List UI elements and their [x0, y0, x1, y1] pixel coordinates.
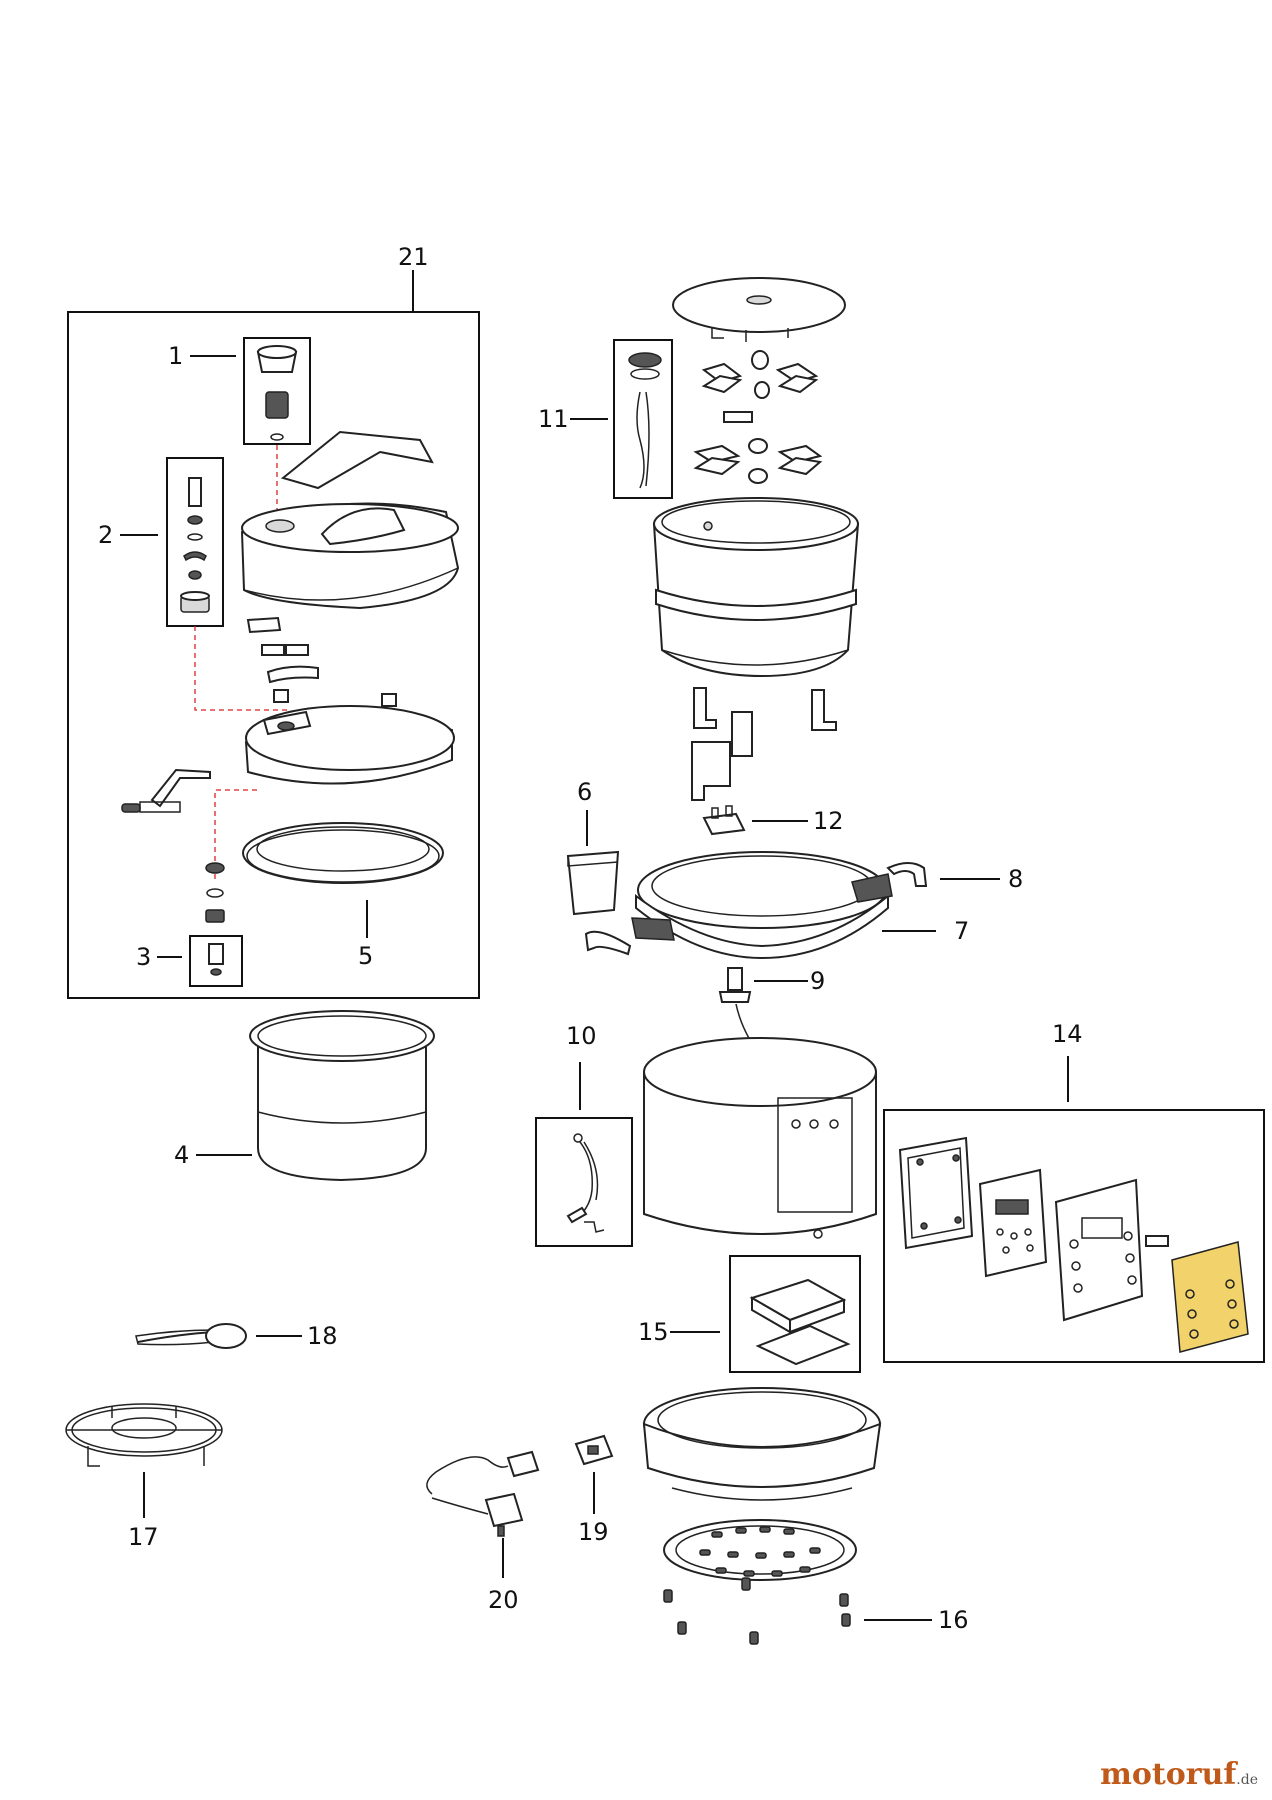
- heating-plate: [672, 277, 846, 342]
- label-11: 11: [538, 405, 569, 433]
- inner-housing: [652, 497, 860, 678]
- part-15-power-board: [749, 1278, 851, 1366]
- base-housing: [642, 1387, 882, 1501]
- part-11-thermal-fuse: [628, 352, 662, 489]
- label-19: 19: [578, 1518, 609, 1546]
- bottom-vent-plate: [663, 1519, 857, 1581]
- label-8: 8: [1008, 865, 1023, 893]
- lock-lever: [121, 768, 211, 813]
- label-1: 1: [168, 342, 183, 370]
- part-15-frame: [729, 1255, 861, 1373]
- label-9: 9: [810, 967, 825, 995]
- part-2-steam-release-parts: [180, 477, 210, 613]
- plate-brackets: [693, 350, 823, 484]
- outer-lid: [240, 430, 460, 610]
- part-18-rice-spoon: [135, 1323, 247, 1349]
- part-17-steam-rack: [65, 1403, 223, 1467]
- part-3-valve-pin: [208, 943, 224, 976]
- label-6: 6: [577, 778, 592, 806]
- part-16-screws: [663, 1577, 851, 1645]
- label-5: 5: [358, 942, 373, 970]
- valve-nuts: [205, 862, 225, 923]
- part-4-inner-pot: [249, 1010, 435, 1182]
- part-8-side-handle-left: [584, 930, 632, 956]
- label-10: 10: [566, 1022, 597, 1050]
- label-12: 12: [813, 807, 844, 835]
- label-17: 17: [128, 1523, 159, 1551]
- part-14-frame: [883, 1109, 1265, 1363]
- label-21: 21: [398, 243, 429, 271]
- part-10-wiring: [566, 1133, 605, 1233]
- part-19-power-socket: [574, 1434, 614, 1466]
- part-1-frame: [243, 337, 311, 445]
- watermark-logo: motoruf.de: [1100, 1757, 1258, 1792]
- lid-latch-parts: [246, 616, 319, 703]
- control-panel-label-sticker: [1171, 1241, 1249, 1353]
- label-2: 2: [98, 521, 113, 549]
- part-5-sealing-ring: [242, 822, 444, 884]
- inner-lid: [244, 693, 455, 785]
- group-21-frame: [67, 311, 480, 999]
- part-3-frame: [189, 935, 243, 987]
- label-3: 3: [136, 943, 151, 971]
- part-12-sensor-bracket: [702, 805, 746, 836]
- part-1-float-valve: [256, 345, 298, 441]
- label-7: 7: [954, 917, 969, 945]
- outer-housing: [643, 1037, 877, 1239]
- part-20-power-cord: [426, 1450, 540, 1537]
- label-16: 16: [938, 1606, 969, 1634]
- label-14: 14: [1052, 1020, 1083, 1048]
- label-15: 15: [638, 1318, 669, 1346]
- label-20: 20: [488, 1586, 519, 1614]
- label-4: 4: [174, 1141, 189, 1169]
- part-8-side-handle: [886, 862, 928, 887]
- part-11-frame: [613, 339, 673, 499]
- part-7-top-ring: [631, 851, 893, 960]
- part-10-frame: [535, 1117, 633, 1247]
- part-6-condensation-cup: [566, 850, 620, 916]
- part-14-control-panel: [898, 1136, 1249, 1353]
- label-18: 18: [307, 1322, 338, 1350]
- housing-brackets: [691, 687, 837, 801]
